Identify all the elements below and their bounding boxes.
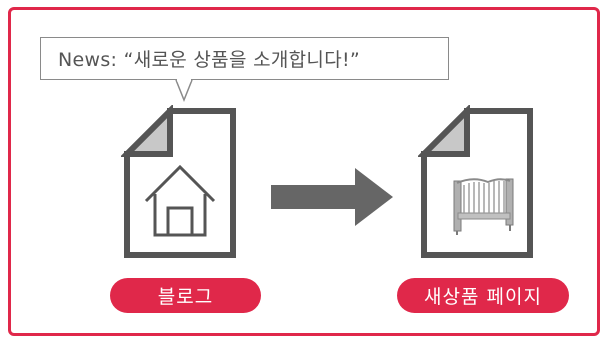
blog-document-icon	[121, 105, 236, 258]
news-callout: News: “새로운 상품을 소개합니다!”	[40, 37, 449, 80]
house-icon	[144, 164, 216, 237]
crib-icon	[453, 178, 514, 235]
new-product-page-label-text: 새상품 페이지	[424, 286, 542, 308]
blog-label: 블로그	[110, 278, 261, 313]
arrow-right-icon	[271, 168, 393, 226]
news-callout-text: News: “새로운 상품을 소개합니다!”	[58, 49, 361, 71]
blog-label-text: 블로그	[157, 286, 214, 308]
new-product-page-label: 새상품 페이지	[397, 278, 569, 313]
product-document-icon	[418, 105, 533, 258]
callout-tail	[175, 78, 193, 102]
